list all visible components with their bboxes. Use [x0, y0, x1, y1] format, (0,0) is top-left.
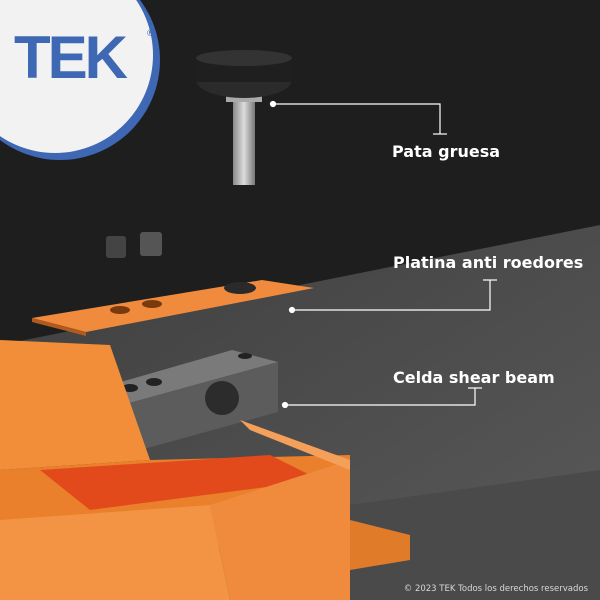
callout-label-foot: Pata gruesa: [392, 142, 501, 161]
callout-label-plate: Platina anti roedores: [393, 253, 584, 272]
logo-registered-mark: ®: [146, 29, 155, 39]
copyright-notice: © 2023 TEK Todos los derechos reservados: [403, 584, 588, 594]
logo-text: TEK: [14, 24, 128, 91]
tek-logo: [0, 0, 160, 160]
callout-label-cell: Celda shear beam: [393, 368, 555, 387]
leveling-foot: [196, 50, 292, 185]
orange-base: [0, 340, 410, 600]
callout-lines: [269, 100, 497, 409]
